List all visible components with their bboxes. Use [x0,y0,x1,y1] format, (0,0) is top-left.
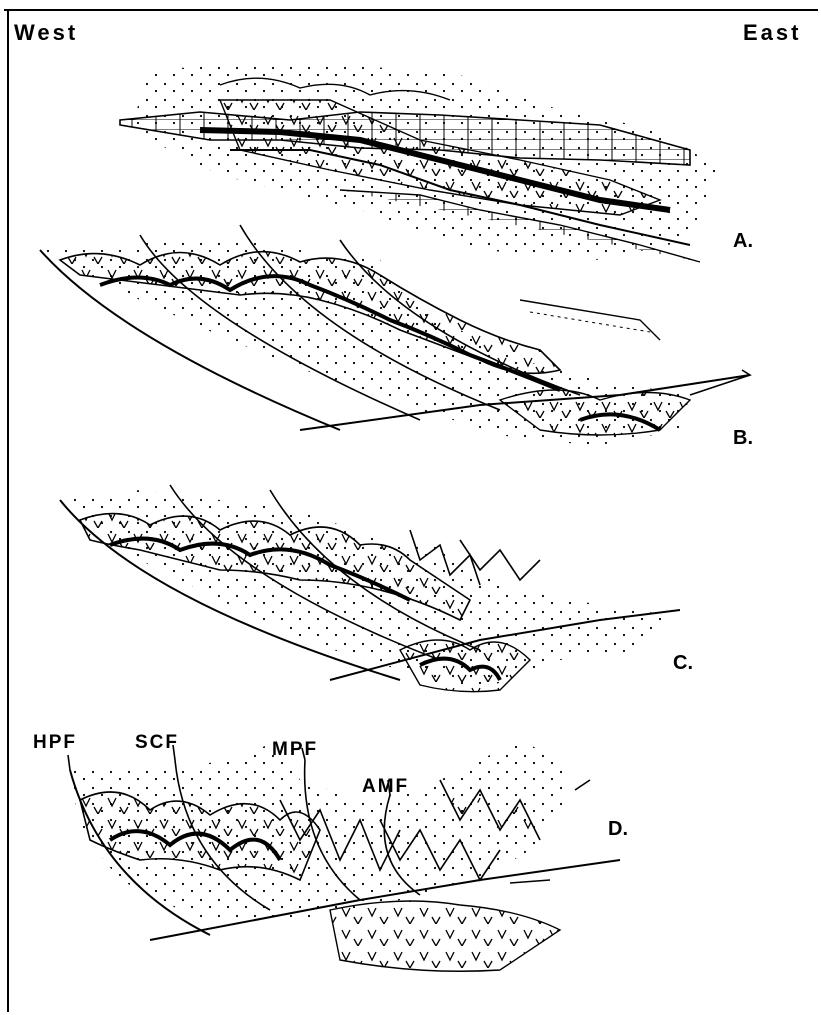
panel-c-section [60,485,680,692]
fault-label-scf: SCF [135,732,179,754]
panel-a-section [120,60,720,262]
panel-b-label: B. [733,427,753,450]
east-label: East [743,20,801,46]
panel-d-section [70,740,620,971]
fault-label-mpf: MPF [272,739,318,761]
panel-b-section [40,225,750,445]
panel-c-label: C. [673,652,693,675]
panel-a-label: A. [733,230,753,253]
west-label: West [14,20,78,46]
panel-d-label: D. [608,818,628,841]
fault-label-amf: AMF [362,776,409,798]
fault-label-hpf: HPF [33,732,77,754]
